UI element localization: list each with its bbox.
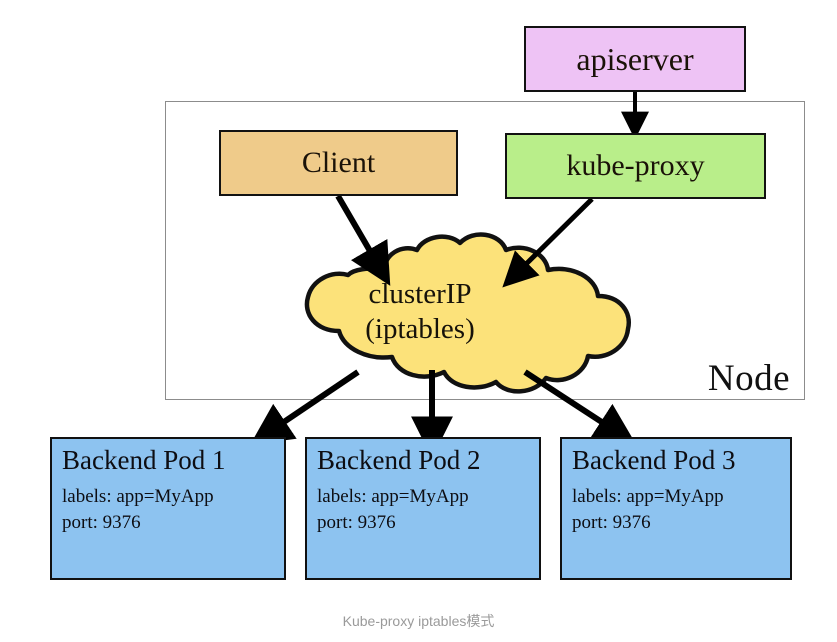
arrow-clusterip-to-pod-3	[523, 369, 637, 445]
kube-proxy-box[interactable]: kube-proxy	[505, 133, 766, 199]
backend-pod-3-box[interactable]: Backend Pod 3 labels: app=MyApp port: 93…	[560, 437, 792, 580]
arrow-client-to-clusterip	[335, 194, 391, 286]
apiserver-box[interactable]: apiserver	[524, 26, 746, 92]
backend-pod-2-box[interactable]: Backend Pod 2 labels: app=MyApp port: 93…	[305, 437, 541, 580]
backend-pod-3-port: port: 9376	[572, 511, 651, 533]
node-container: Node	[165, 101, 805, 400]
arrow-clusterip-to-pod-1	[250, 369, 360, 445]
backend-pod-2-port: port: 9376	[317, 511, 396, 533]
backend-pod-1-box[interactable]: Backend Pod 1 labels: app=MyApp port: 93…	[50, 437, 286, 580]
diagram-caption: Kube-proxy iptables模式	[342, 613, 495, 629]
backend-pod-2-labels: labels: app=MyApp	[317, 486, 469, 508]
client-box[interactable]: Client	[219, 130, 458, 196]
arrow-kubeproxy-to-clusterip	[502, 197, 594, 288]
clusterip-cloud	[304, 232, 631, 394]
apiserver-label: apiserver	[576, 41, 694, 77]
kube-proxy-label: kube-proxy	[566, 149, 705, 182]
client-label: Client	[301, 146, 376, 179]
backend-pod-1-port: port: 9376	[62, 511, 141, 533]
node-label: Node	[707, 358, 790, 399]
backend-pod-3-title: Backend Pod 3	[572, 445, 736, 475]
backend-pod-1-title: Backend Pod 1	[62, 445, 226, 475]
backend-pod-2-title: Backend Pod 2	[317, 445, 481, 475]
backend-pod-1-labels: labels: app=MyApp	[62, 486, 214, 508]
backend-pod-3-labels: labels: app=MyApp	[572, 486, 724, 508]
